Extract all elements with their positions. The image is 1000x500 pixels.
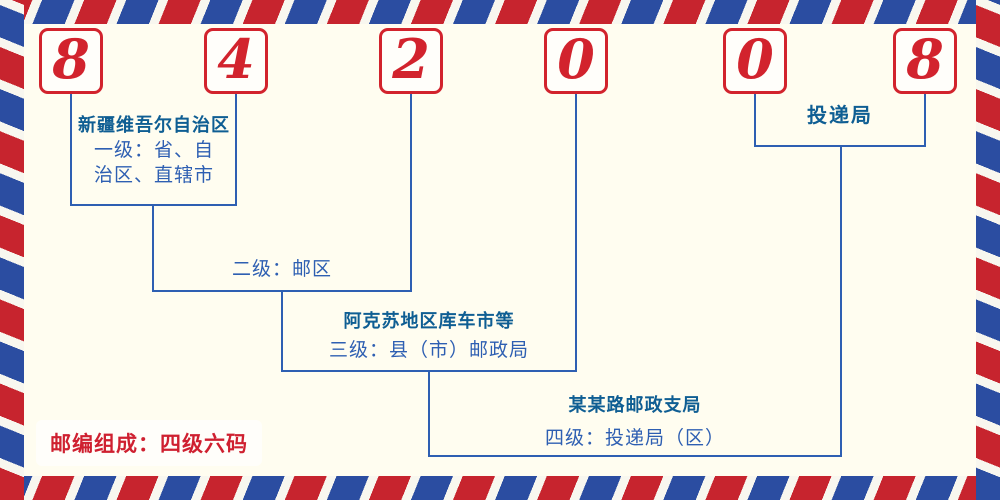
label-level3: 阿克苏地区库车市等 三级：县（市）邮政局	[294, 308, 564, 363]
connector-line-delivery-drop	[840, 146, 842, 457]
airmail-border-bottom	[0, 476, 1000, 500]
digit-4: 0	[557, 27, 595, 91]
label-level4: 某某路邮政支局 四级：投递局（区）	[500, 392, 770, 451]
digit-6: 8	[906, 27, 944, 91]
footer-composition-note: 邮编组成：四级六码	[36, 420, 262, 466]
digit-box-4: 0	[544, 28, 608, 94]
label-level1-desc-line2: 治区、直辖市	[93, 165, 214, 186]
connector-line-digit6	[924, 94, 926, 147]
label-level1-region-name: 新疆维吾尔自治区	[78, 115, 230, 135]
airmail-border-right	[976, 0, 1000, 500]
digit-5: 0	[736, 27, 774, 91]
label-delivery-office: 投递局	[770, 104, 910, 128]
connector-line-digit4	[575, 94, 577, 372]
connector-line-digit2	[235, 94, 237, 206]
digit-1: 8	[52, 27, 90, 91]
digit-box-6: 8	[893, 28, 957, 94]
connector-line-digit3	[410, 94, 412, 292]
digit-3: 2	[392, 27, 430, 91]
label-delivery-office-name: 投递局	[807, 105, 873, 127]
digit-box-5: 0	[723, 28, 787, 94]
connector-line-level4	[428, 455, 842, 457]
airmail-border-left	[0, 0, 24, 500]
connector-line-level3-drop	[428, 371, 430, 457]
airmail-border-top	[0, 0, 1000, 24]
connector-line-level1-drop	[152, 205, 154, 292]
digit-box-2: 4	[204, 28, 268, 94]
digit-2: 4	[217, 27, 255, 91]
connector-line-digit5	[754, 94, 756, 147]
digit-box-1: 8	[39, 28, 103, 94]
label-level4-place-name: 某某路邮政支局	[568, 395, 702, 415]
digit-box-3: 2	[379, 28, 443, 94]
label-level3-desc: 三级：县（市）邮政局	[328, 340, 529, 361]
label-level4-desc: 四级：投递局（区）	[544, 428, 725, 449]
connector-line-level2-drop	[281, 291, 283, 372]
label-level1: 新疆维吾尔自治区 一级：省、自 治区、直辖市	[71, 112, 237, 188]
connector-line-digit1	[70, 94, 72, 206]
label-level1-desc-line1: 一级：省、自	[93, 140, 214, 161]
label-level2: 二级：邮区	[182, 257, 382, 282]
label-level2-desc: 二级：邮区	[231, 259, 332, 280]
label-level3-place-name: 阿克苏地区库车市等	[343, 311, 515, 331]
